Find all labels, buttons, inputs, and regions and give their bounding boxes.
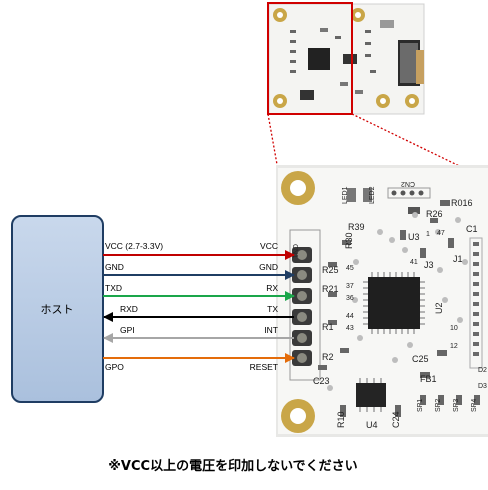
module-board-closeup: R016 R26 R25 R21 R30 R39 R2 R1 R10 C1 C2… <box>276 165 488 437</box>
signal-gnd-module-label: GND <box>259 262 278 272</box>
silk-pin44: 44 <box>346 313 354 320</box>
silk-led2: LED2 <box>369 186 376 204</box>
silk-pin36: 36 <box>346 295 354 302</box>
zoom-line-left <box>267 113 279 171</box>
signal-gnd: GND GND <box>103 262 295 280</box>
silk-pin1: 1 <box>426 231 430 238</box>
zoom-line-right <box>351 113 479 176</box>
silk-r21: R21 <box>322 284 339 294</box>
signal-rxd-tx: RXD TX <box>103 304 294 322</box>
silk-cn2: CN2 <box>401 180 415 187</box>
signal-txd-rx: TXD RX <box>103 283 295 301</box>
zoom-frame <box>267 2 353 115</box>
silk-pin37: 37 <box>346 283 354 290</box>
silk-pin12: 12 <box>450 343 458 350</box>
silk-c24: C24 <box>391 411 401 428</box>
silk-c23: C23 <box>313 376 330 386</box>
silk-d3: D3 <box>478 383 487 390</box>
silk-c25: C25 <box>412 354 429 364</box>
header-pins <box>292 247 312 366</box>
silk-pin43: 43 <box>346 325 354 332</box>
warning-text: ※VCC以上の電圧を印加しないでください <box>108 459 357 474</box>
signal-gpi-int: GPI INT <box>103 325 294 343</box>
silk-pin10: 10 <box>450 325 458 332</box>
silk-r016: R016 <box>451 198 473 208</box>
signal-gpi-host-label: GPI <box>120 325 135 335</box>
signal-rxd-host-label: RXD <box>120 304 138 314</box>
host-label: ホスト <box>41 303 74 316</box>
signal-vcc-module-label: VCC <box>260 241 278 251</box>
signal-gpo-host-label: GPO <box>105 362 124 372</box>
host-box <box>11 215 104 403</box>
silk-r26: R26 <box>426 209 443 219</box>
silk-sp4: SP4 <box>471 399 478 412</box>
silk-r1: R1 <box>322 322 334 332</box>
silk-pin47: 47 <box>437 230 445 237</box>
silk-pin45: 45 <box>346 265 354 272</box>
silk-u3: U3 <box>408 232 420 242</box>
silk-sp2: SP2 <box>435 399 442 412</box>
signal-vcc: VCC (2.7-3.3V) VCC <box>103 241 295 260</box>
silk-r10: R10 <box>336 411 346 428</box>
silk-r30: R30 <box>344 232 354 249</box>
silk-r25: R25 <box>322 265 339 275</box>
signal-tx-module-label: TX <box>267 304 278 314</box>
silk-j3: J3 <box>424 260 434 270</box>
signal-gpo-reset: GPO RESET <box>103 353 295 372</box>
signal-int-module-label: INT <box>264 325 278 335</box>
silk-sp3: SP3 <box>453 399 460 412</box>
silk-c1: C1 <box>466 224 478 234</box>
signal-gnd-host-label: GND <box>105 262 124 272</box>
silk-fb1: FB1 <box>420 374 437 384</box>
module-photo-thumbnail <box>268 3 425 115</box>
silk-led1: LED1 <box>342 186 349 204</box>
silk-u4: U4 <box>366 420 378 430</box>
signal-reset-module-label: RESET <box>250 362 278 372</box>
silk-d2: D2 <box>478 367 487 374</box>
silk-r39: R39 <box>348 222 365 232</box>
silk-sp1: SP1 <box>417 399 424 412</box>
silk-u2: U2 <box>434 302 444 314</box>
silk-j1: J1 <box>453 254 463 264</box>
signal-vcc-host-label: VCC (2.7-3.3V) <box>105 241 163 251</box>
signal-txd-host-label: TXD <box>105 283 122 293</box>
silk-r2: R2 <box>322 352 334 362</box>
silk-pin41: 41 <box>410 259 418 266</box>
signal-rx-module-label: RX <box>266 283 278 293</box>
